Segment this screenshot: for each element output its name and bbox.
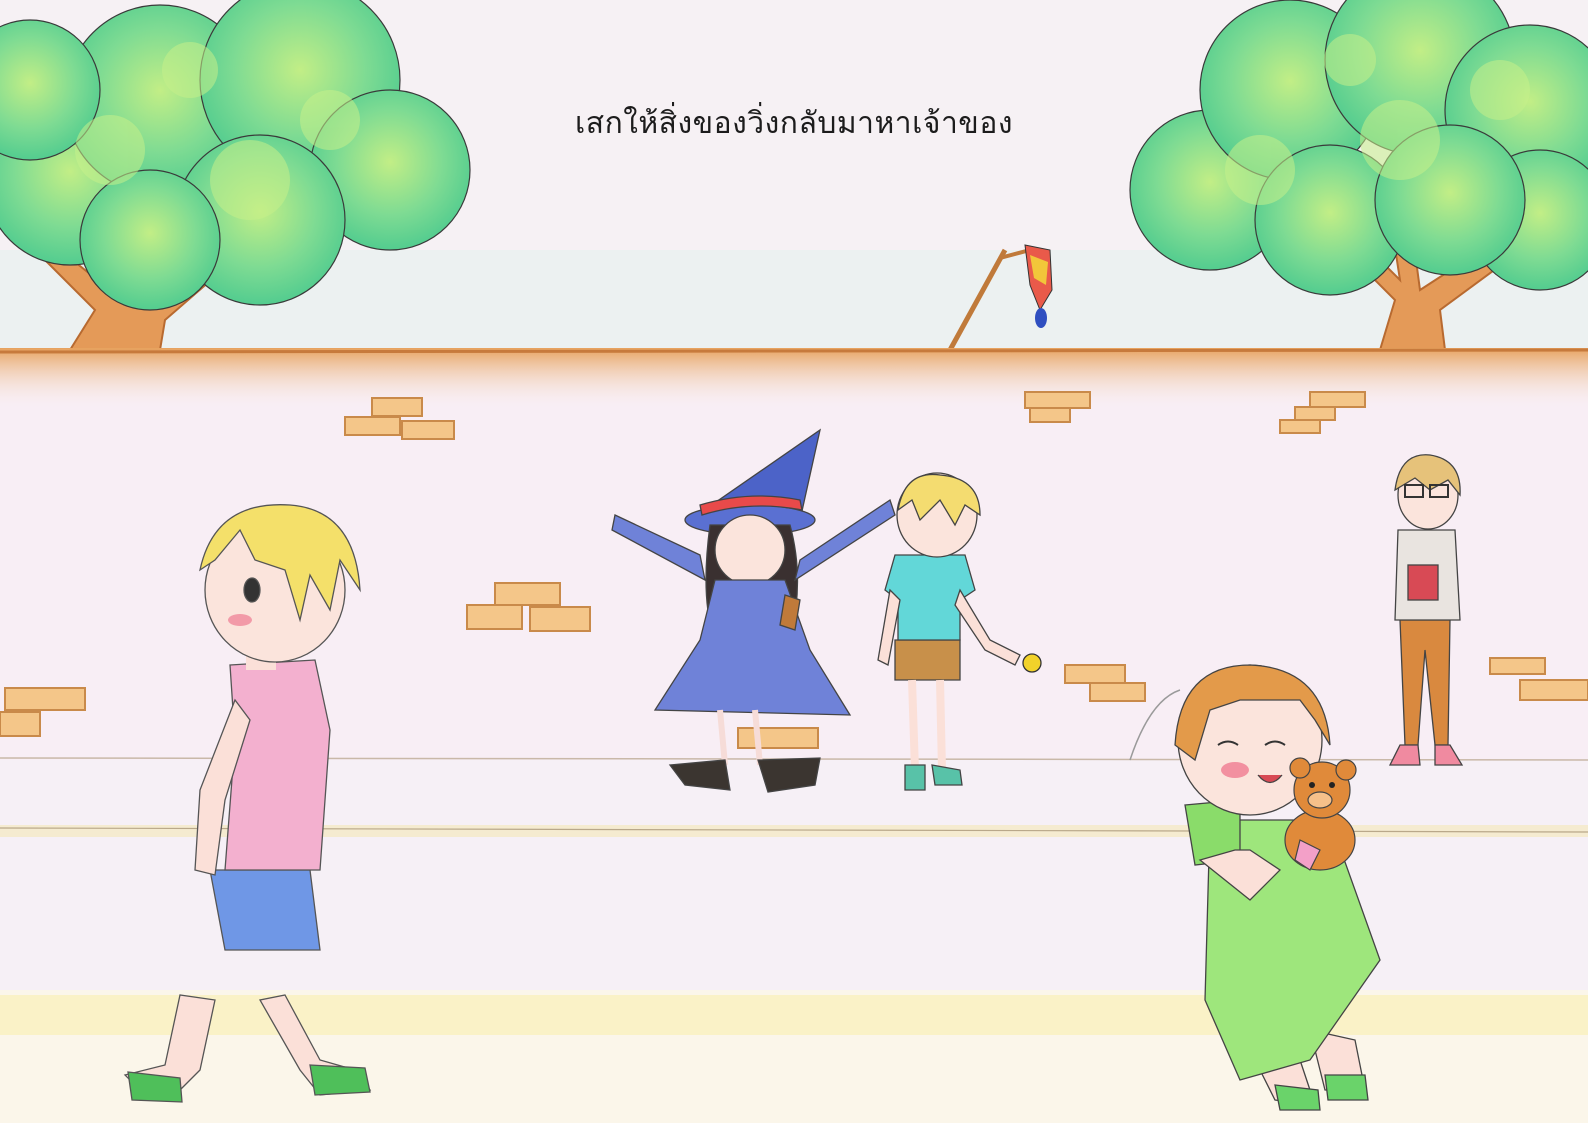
boy-glasses <box>1388 454 1464 766</box>
motion-trail <box>1129 689 1181 761</box>
tree-right <box>1129 0 1588 351</box>
teddy-bear <box>1284 757 1357 871</box>
girl-green-dress <box>1174 664 1381 1111</box>
boy-pink-shirt <box>123 504 372 1103</box>
tree-left <box>0 0 471 351</box>
boy-cyan-shirt <box>877 472 1042 791</box>
net-pole <box>947 244 1053 352</box>
story-caption: เสกให้สิ่งของวิ่งกลับมาหาเจ้าของ <box>575 106 1013 141</box>
witch-girl <box>611 428 896 793</box>
